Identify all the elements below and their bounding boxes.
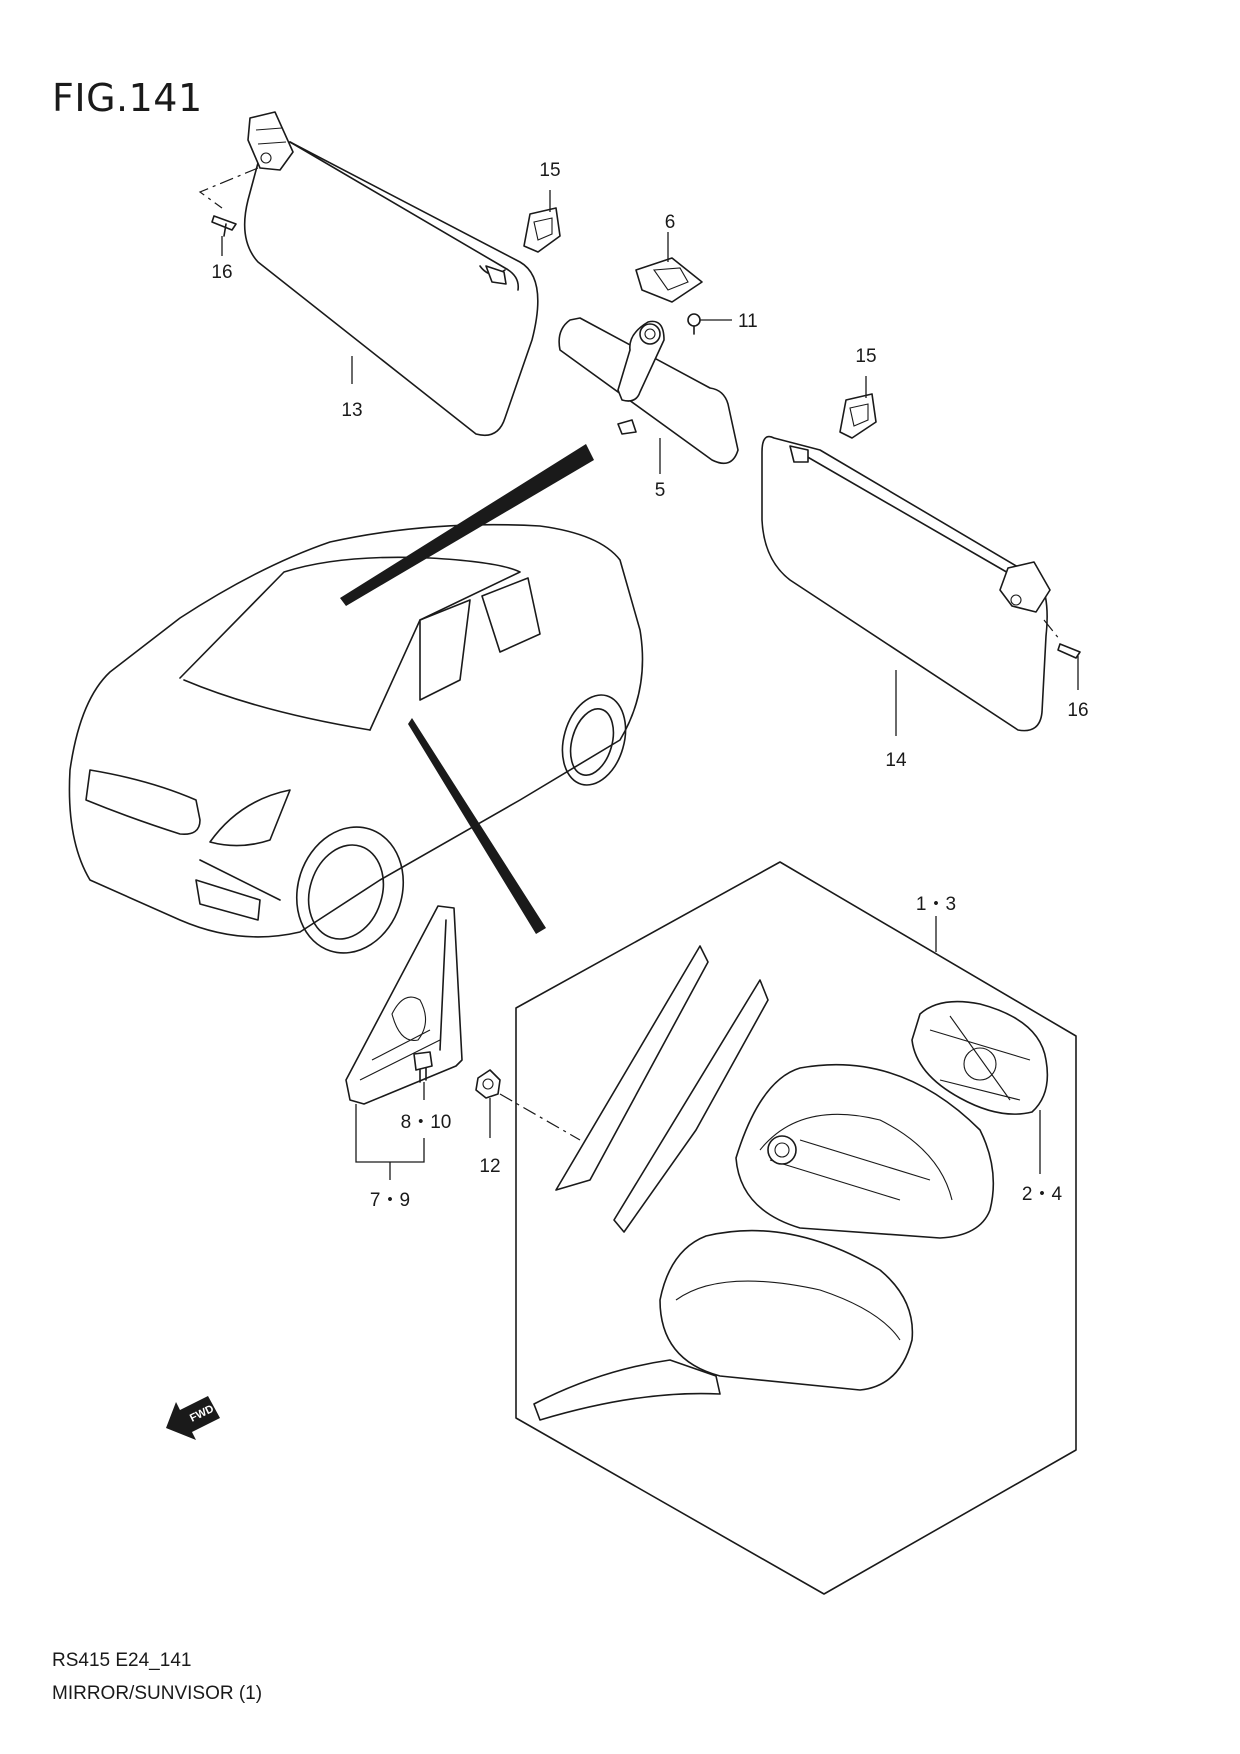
mirror-base-6[interactable] <box>635 257 703 303</box>
mirror-garnish-7-9[interactable] <box>345 905 463 1105</box>
screw-16-right[interactable] <box>1043 619 1081 659</box>
nut-12[interactable] <box>475 1069 501 1099</box>
callout-8-10: 8・10 <box>401 1112 452 1133</box>
screw-16-left[interactable] <box>198 167 259 237</box>
assembly-line <box>499 1093 581 1141</box>
callout-11: 11 <box>738 311 758 332</box>
clip-15-left[interactable] <box>523 207 561 253</box>
callout-1-3: 1・3 <box>916 894 956 915</box>
callout-13: 13 <box>341 400 362 421</box>
clip-15-right[interactable] <box>839 393 877 439</box>
bolt-11[interactable] <box>687 313 701 335</box>
callout-5: 5 <box>655 480 666 501</box>
outside-door-mirror[interactable] <box>533 945 1049 1421</box>
callout-16-left: 16 <box>211 262 232 283</box>
callout-7-9: 7・9 <box>370 1190 410 1211</box>
callout-12: 12 <box>479 1156 500 1177</box>
vehicle-outline <box>68 523 644 954</box>
pointer-wedge-inner-mirror <box>340 444 594 606</box>
sunvisor-right[interactable] <box>761 435 1051 732</box>
callout-15-left: 15 <box>539 160 560 181</box>
inner-rear-view-mirror[interactable] <box>558 317 739 465</box>
sunvisor-left[interactable] <box>243 111 539 437</box>
model-code: RS415 E24_141 <box>52 1650 192 1671</box>
callout-16-right: 16 <box>1067 700 1088 721</box>
fwd-arrow-icon: FWD <box>166 1396 220 1440</box>
callout-6: 6 <box>665 212 676 233</box>
callout-15-right: 15 <box>855 346 876 367</box>
pointer-wedge-door-mirror <box>408 718 546 934</box>
assembly-frame <box>515 861 1077 1595</box>
figure-title: FIG.141 <box>52 76 203 120</box>
callout-2-4: 2・4 <box>1022 1184 1063 1205</box>
clip-8-10[interactable] <box>413 1051 433 1083</box>
figure-caption: MIRROR/SUNVISOR (1) <box>52 1683 263 1704</box>
callout-14: 14 <box>885 750 907 771</box>
